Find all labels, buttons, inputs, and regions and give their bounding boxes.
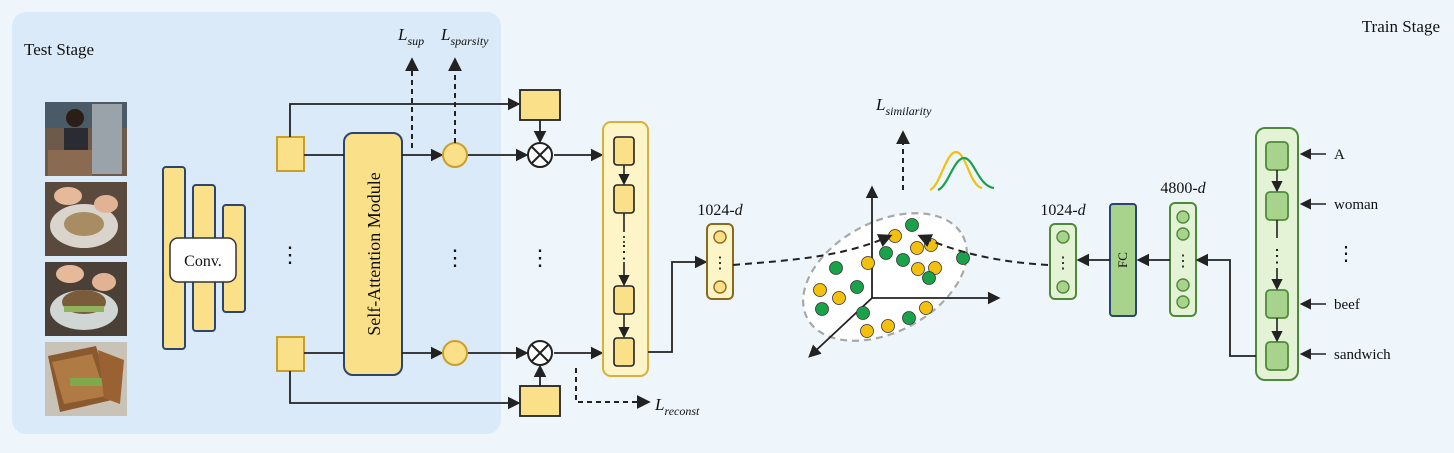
loss-similarity-label: Lsimilarity: [875, 95, 932, 118]
loss-sup-label: Lsup: [397, 25, 424, 48]
text-embed-dim: 1024-d: [1040, 202, 1086, 219]
video-embed-dim: 1024-d: [697, 202, 743, 219]
video-point: [919, 301, 933, 315]
ellipsis-scores: ⋮: [444, 245, 466, 270]
text-embed-unit: [1056, 230, 1070, 244]
video-point: [888, 229, 902, 243]
feature-square-top: [276, 136, 305, 172]
reconst-loss-arrow: [575, 368, 651, 409]
text-point: [922, 271, 936, 285]
video-frames: [45, 102, 127, 416]
conv-label: Conv.: [184, 253, 222, 270]
word-inputs: [1299, 148, 1326, 360]
ellipsis-text-embed: ⋮: [1055, 255, 1071, 272]
conv-stack: Conv.: [162, 166, 246, 350]
word-sandwich: sandwich: [1334, 347, 1391, 363]
ellipsis-features: ⋮: [279, 242, 301, 267]
video-embedding-vector: [706, 223, 734, 300]
sentence-unit: [1176, 210, 1190, 224]
multiply-bottom: [527, 340, 553, 366]
text-point: [902, 311, 916, 325]
video-point: [910, 241, 924, 255]
frame-woman-kitchen: [45, 102, 127, 176]
frame-sandwich-on-plate: [45, 262, 127, 336]
frame-sandwich-closeup: [45, 342, 127, 416]
train-stage-label: Train Stage: [1362, 17, 1440, 36]
text-point: [896, 253, 910, 267]
self-attention-label: Self-Attention Module: [364, 172, 384, 335]
sentence-unit: [1176, 227, 1190, 241]
video-point: [911, 262, 925, 276]
aux-square-top: [519, 89, 561, 121]
seq-to-embed-link: [648, 255, 708, 353]
fc-label: FC: [1115, 252, 1130, 268]
loss-reconst-label: Lreconst: [654, 395, 700, 418]
ellipsis-products: ⋮: [529, 245, 551, 270]
ellipsis-text-seq: ⋮: [1268, 246, 1286, 266]
text-point: [905, 218, 919, 232]
video-embed-unit: [713, 280, 727, 294]
word-beef: beef: [1334, 297, 1360, 313]
ellipsis-sequence: ⋮: [615, 242, 633, 262]
ellipsis-sentence: ⋮: [1175, 253, 1191, 270]
video-point: [860, 324, 874, 338]
self-attention-module: [343, 132, 403, 376]
text-point: [856, 306, 870, 320]
conv-box: [169, 237, 237, 283]
ellipsis-video-embed: ⋮: [712, 255, 728, 272]
top-row-connections: [289, 97, 604, 162]
video-embed-unit: [713, 230, 727, 244]
text-embed-unit: [1056, 280, 1070, 294]
test-stage-label: Test Stage: [24, 40, 94, 59]
score-circle-bottom: [442, 340, 468, 366]
video-point: [832, 291, 846, 305]
word-woman: woman: [1334, 197, 1379, 213]
ellipsis-words: ⋮: [1336, 243, 1356, 265]
word-a: A: [1334, 147, 1345, 163]
sentence-dim: 4800-d: [1160, 180, 1206, 197]
video-point: [881, 319, 895, 333]
frame-hands-on-plate: [45, 182, 127, 256]
text-point: [829, 261, 843, 275]
video-point: [813, 283, 827, 297]
embedding-points: [813, 218, 970, 338]
text-to-space-link: [917, 234, 1049, 266]
text-point: [850, 280, 864, 294]
multiply-top: [527, 142, 553, 168]
feature-square-bottom: [276, 336, 305, 372]
text-point: [879, 246, 893, 260]
sentence-unit: [1176, 295, 1190, 309]
text-embedding-vector: [1049, 223, 1077, 300]
distribution-curves-icon: [929, 150, 995, 192]
text-sequence-cells: [1265, 141, 1289, 371]
embedding-space: [802, 185, 1001, 358]
score-circle-top: [442, 142, 468, 168]
loss-arrows-top: [405, 57, 462, 148]
loss-sparsity-label: Lsparsity: [440, 25, 489, 48]
bottom-row-connections: [289, 346, 604, 410]
text-point: [815, 302, 829, 316]
video-sequence-cells: [613, 136, 635, 367]
aux-square-bottom: [519, 385, 561, 417]
sentence-unit: [1176, 278, 1190, 292]
video-point: [861, 256, 875, 270]
textseq-to-sentence-link: [1195, 253, 1256, 357]
video-point: [928, 261, 942, 275]
text-point: [956, 251, 970, 265]
